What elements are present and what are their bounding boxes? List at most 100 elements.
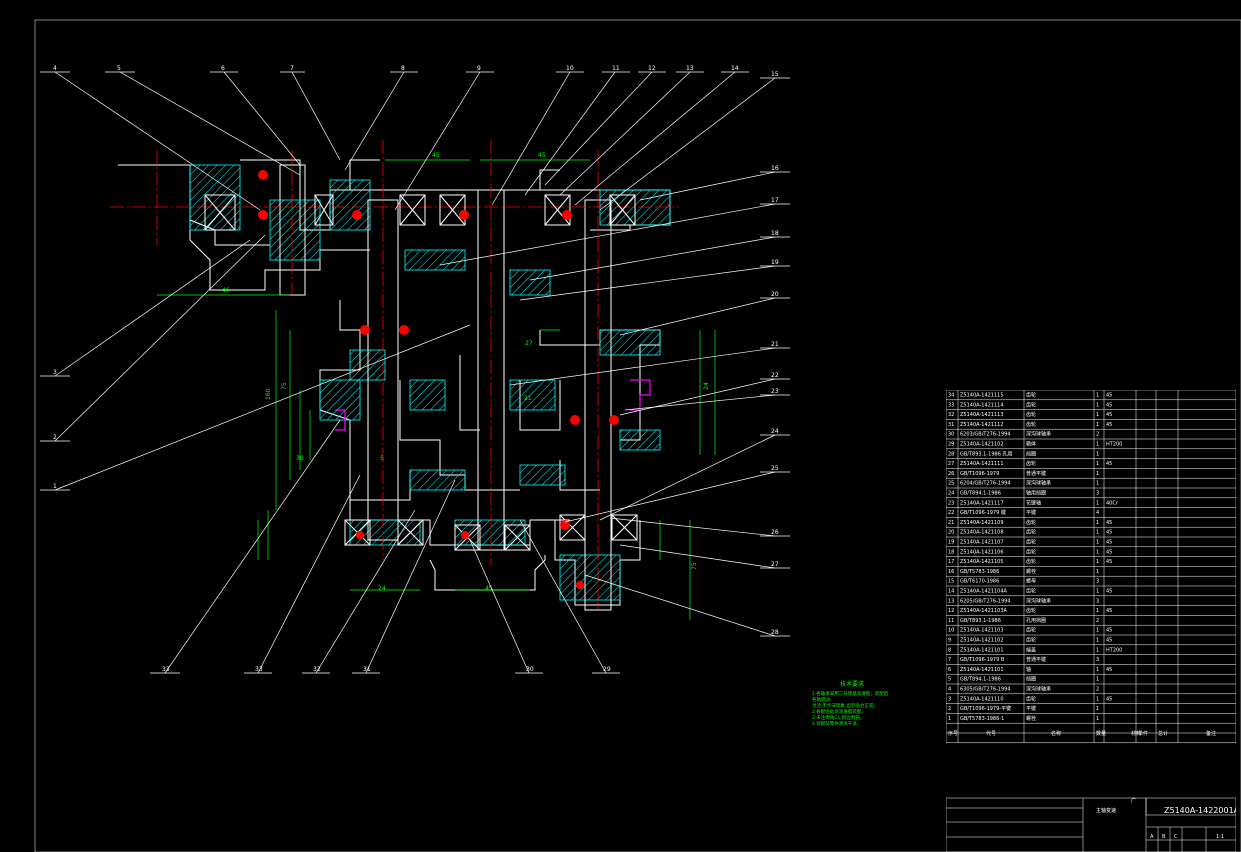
bom-cell: 45 — [1106, 608, 1112, 614]
bom-cell: 齿轮 — [1026, 607, 1036, 614]
bom-cell: 齿轮 — [1026, 401, 1036, 408]
svg-text:26: 26 — [771, 529, 779, 536]
bom-cell: 轴用挡圈 — [1026, 490, 1046, 497]
bom-cell: GB/T893.1-1986 孔用 — [960, 450, 1012, 457]
bom-cell: Z5140A-1421102 — [960, 638, 1004, 644]
bom-cell: 螺栓 — [1026, 715, 1036, 722]
bom-cell: 2 — [1096, 618, 1099, 624]
svg-text:45: 45 — [485, 585, 493, 592]
bom-cell: 15 — [948, 579, 954, 585]
bom-cell: 45 — [1106, 422, 1112, 428]
svg-text:32: 32 — [313, 666, 321, 673]
bom-cell: 1 — [948, 716, 951, 722]
bom-cell: 22 — [948, 510, 954, 516]
bom-cell: 齿轮 — [1026, 460, 1036, 467]
bom-cell: 1 — [1096, 638, 1099, 644]
bom-cell: 挡圈 — [1026, 450, 1036, 457]
bom-cell: 2 — [1096, 432, 1099, 438]
bom-cell: 45 — [1106, 393, 1112, 399]
bom-cell: GB/T1096-1979-平键 — [960, 705, 1011, 712]
svg-text:27: 27 — [771, 561, 779, 568]
svg-text:29: 29 — [603, 666, 611, 673]
svg-text:7: 7 — [290, 65, 294, 72]
bom-cell: Z5140A-1421105 — [960, 559, 1004, 565]
svg-text:12: 12 — [648, 65, 656, 72]
bom-cell: Z5140A-1421101 — [960, 667, 1004, 673]
svg-text:21: 21 — [524, 395, 532, 402]
bom-grid — [946, 390, 1236, 744]
svg-text:5: 5 — [380, 455, 384, 462]
bom-cell: 31 — [948, 422, 954, 428]
svg-text:23: 23 — [771, 388, 779, 395]
dimension-texts: 45 45 46 160 24 45 24 75 75 5 21 27 30 — [222, 152, 710, 592]
svg-text:4: 4 — [53, 65, 57, 72]
bom-header-cell: 备注 — [1206, 730, 1216, 737]
bom-cell: 24 — [948, 491, 954, 497]
bom-cell: 45 — [1106, 559, 1112, 565]
bom-header-cell: 总计 — [1158, 730, 1168, 737]
bom-header-cell: 数量 — [1096, 730, 1106, 737]
bom-cell: 深沟球轴承 — [1026, 480, 1051, 487]
svg-text:2: 2 — [53, 434, 57, 441]
svg-text:30: 30 — [296, 455, 304, 462]
bom-cell: 45 — [1106, 530, 1112, 536]
bom-cell: 1 — [1096, 451, 1099, 457]
pin-markers — [258, 170, 619, 589]
stage-b: B — [1162, 834, 1166, 840]
bom-cell: 2 — [1096, 687, 1099, 693]
bom-cell: 45 — [1106, 540, 1112, 546]
bom-cell: 14 — [948, 589, 954, 595]
bom-cell: 1 — [1096, 412, 1099, 418]
bom-cell: GB/T894.1-1986 — [960, 491, 1001, 497]
bom-cell: 12 — [948, 608, 954, 614]
bom-cell: 1 — [1096, 442, 1099, 448]
svg-text:20: 20 — [771, 291, 779, 298]
bom-cell: Z5140A-1421103 — [960, 628, 1004, 634]
bom-cell: Z5140A-1421111 — [960, 461, 1004, 467]
bom-cell: Z5140A-1421115 — [960, 393, 1004, 399]
svg-text:11: 11 — [612, 65, 620, 72]
bom-cell: 孔用挡圈 — [1026, 617, 1046, 624]
tech-req-line: 3.未注倒角C1,锐边倒钝。 — [812, 716, 865, 721]
bom-cell: HT200 — [1106, 442, 1122, 448]
bom-cell: 1 — [1096, 628, 1099, 634]
bom-cell: 13 — [948, 598, 954, 604]
bom-cell: 深沟球轴承 — [1026, 431, 1051, 438]
bom-cell: 螺栓 — [1026, 568, 1036, 575]
bom-cell: 3 — [1096, 598, 1099, 604]
bom-cell: 1 — [1096, 422, 1099, 428]
tech-req-line: 4.装配前零件清洗干净。 — [812, 722, 862, 727]
bom-cell: 9 — [948, 638, 951, 644]
drawing-name: 主轴变速 — [1096, 807, 1116, 814]
bom-cell: 45 — [1106, 589, 1112, 595]
bom-cell: 齿轮 — [1026, 529, 1036, 536]
svg-text:45: 45 — [432, 152, 440, 159]
drawing-number: Z5140A-1422001A — [1164, 806, 1236, 815]
bom-header-cell: 代号 — [986, 730, 996, 737]
bom-cell: 29 — [948, 442, 954, 448]
bom-cell: 1 — [1096, 481, 1099, 487]
svg-text:75: 75 — [691, 562, 698, 570]
technical-requirements: 技术要求 1.各轴承采用二号锂基润滑脂；装配后各轴转动 灵活,无卡滞现象,齿轮啮… — [812, 682, 892, 728]
bom-cell: 1 — [1096, 667, 1099, 673]
bom-cell: 齿轮 — [1026, 588, 1036, 595]
svg-text:33: 33 — [255, 666, 263, 673]
bom-cell: Z5140A-1421103A — [960, 608, 1008, 614]
bom-header-cell: 序号 — [948, 730, 958, 737]
bom-cell: Z5140A-1421106 — [960, 549, 1004, 555]
bom-cell: 1 — [1096, 677, 1099, 683]
bom-cell: Z5140A-1421108 — [960, 530, 1004, 536]
bom-cell: 1 — [1096, 716, 1099, 722]
bom-cell: HT200 — [1106, 647, 1122, 653]
tech-req-line: 灵活,无卡滞现象,齿轮啮合正常。 — [812, 704, 878, 709]
title-block — [946, 797, 1236, 852]
bom-cell: 齿轮 — [1026, 558, 1036, 565]
dimension-lines — [157, 159, 716, 620]
bom-cell: 1 — [1096, 402, 1099, 408]
svg-text:22: 22 — [771, 372, 779, 379]
bom-cell: 螺母 — [1026, 578, 1036, 585]
company-mark: 广 — [1131, 797, 1136, 804]
bom-cell: 挡圈 — [1026, 676, 1036, 683]
bom-header-cell: 名称 — [1051, 730, 1061, 737]
